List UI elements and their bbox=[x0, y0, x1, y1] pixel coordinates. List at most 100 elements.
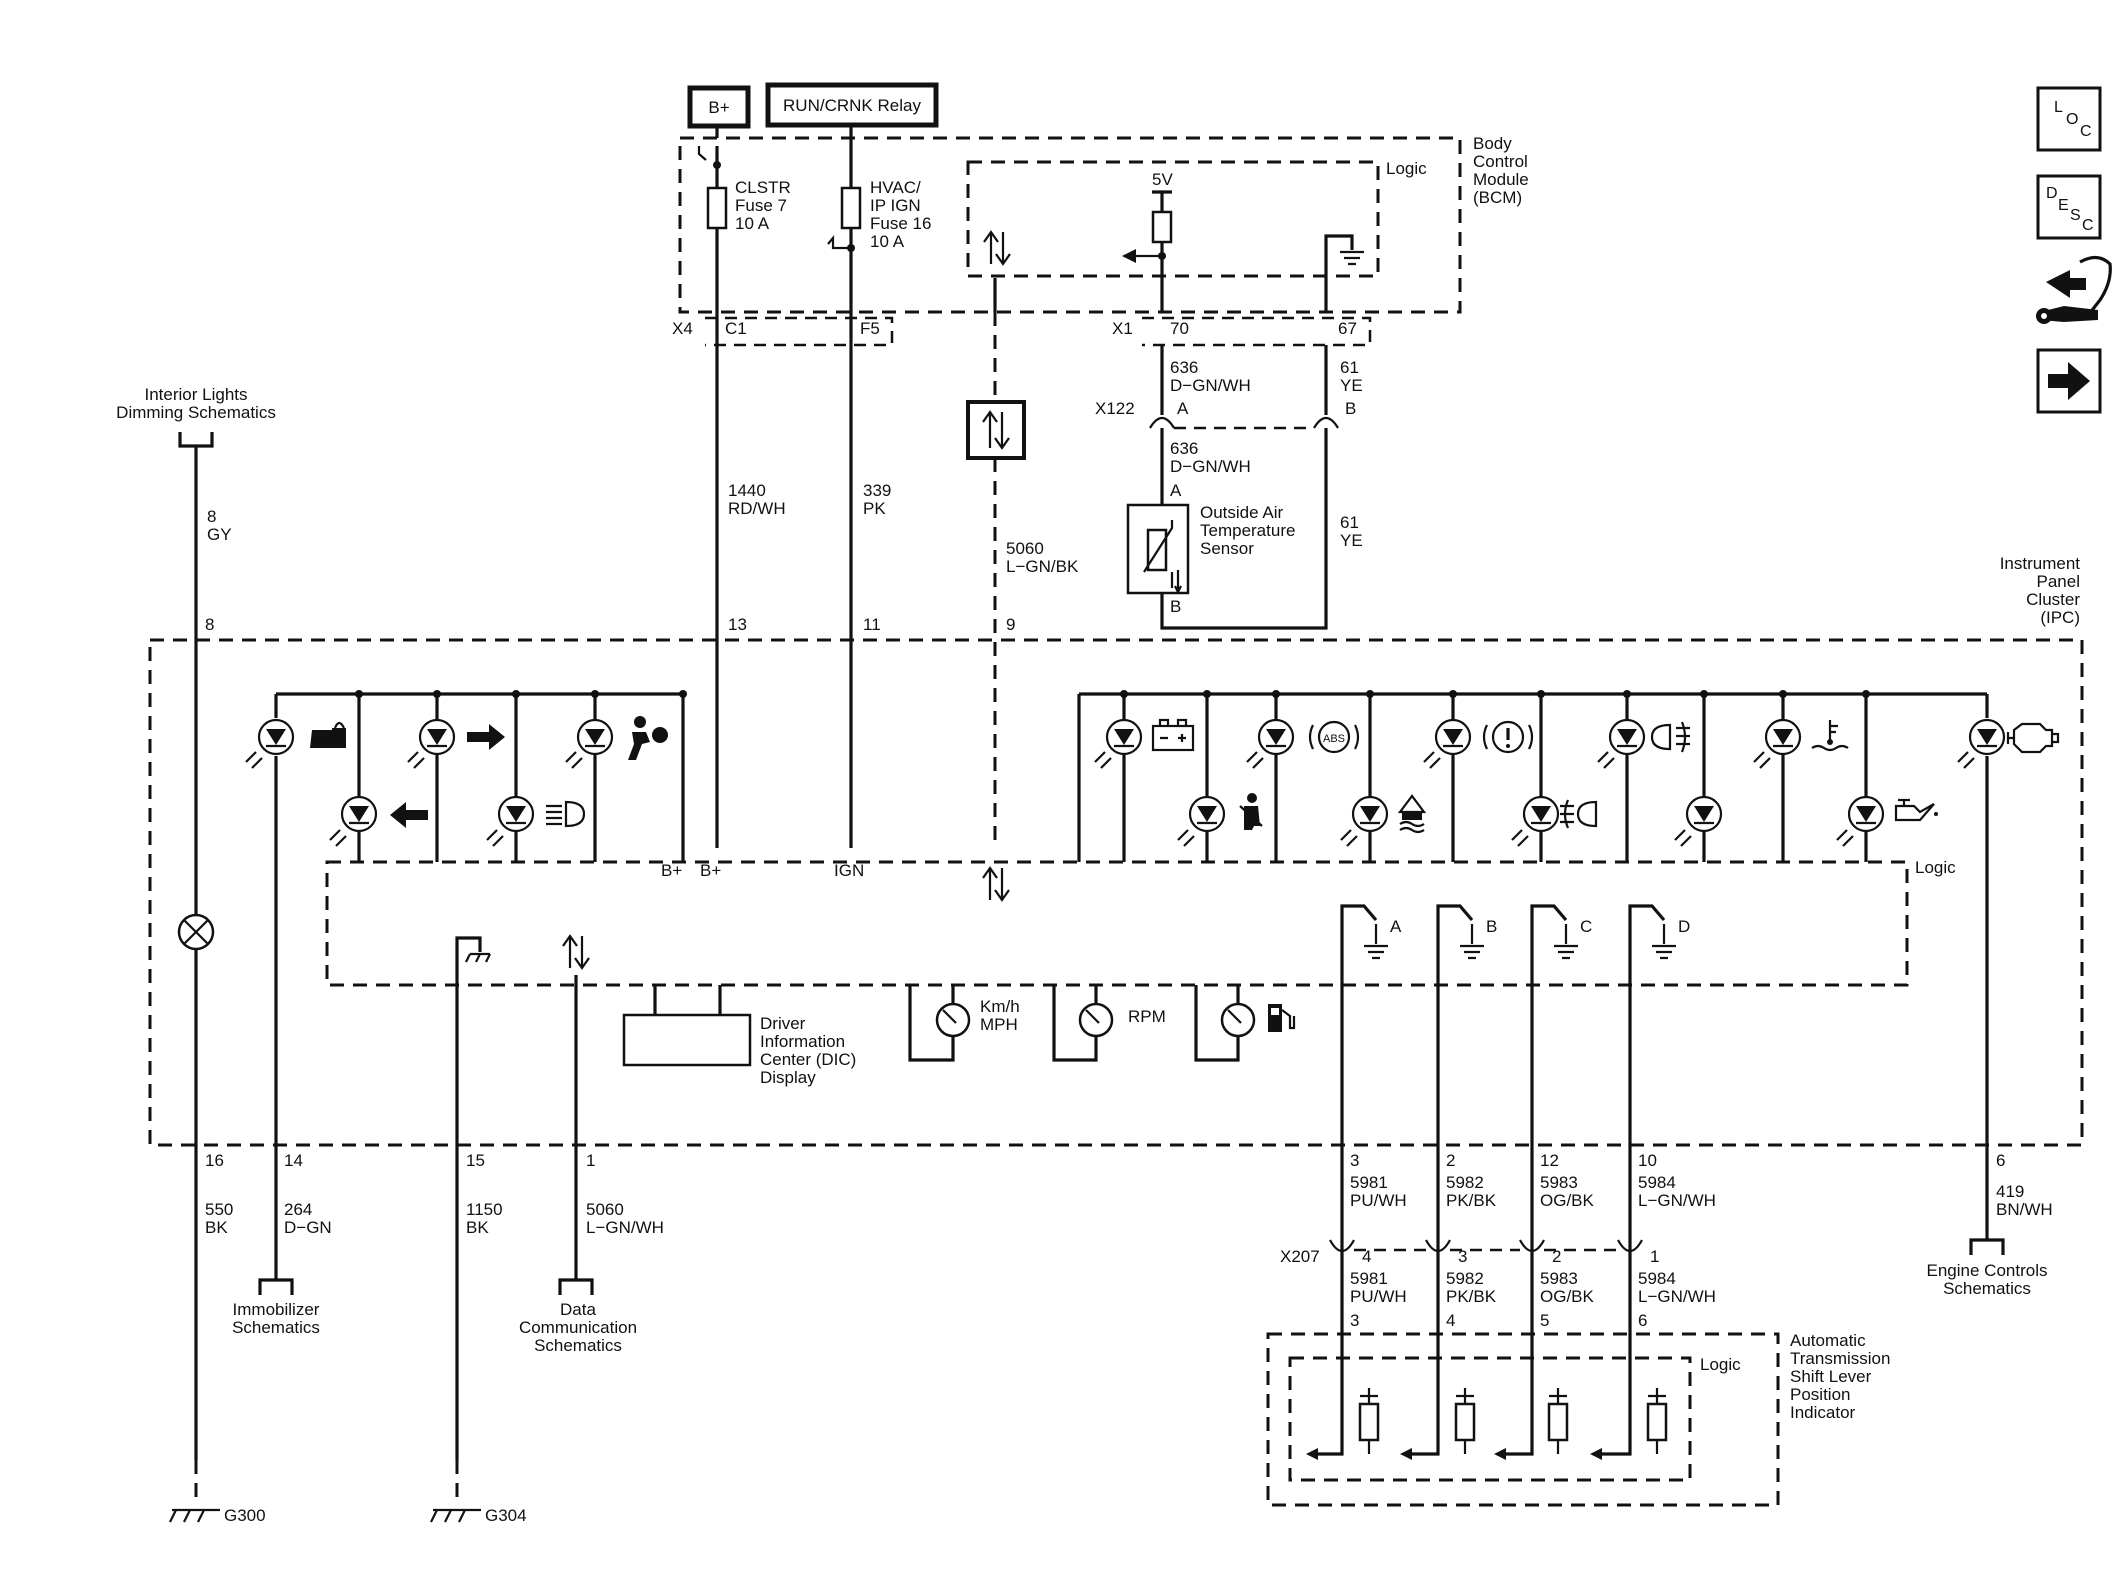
oat-label-2: Temperature bbox=[1200, 521, 1295, 540]
wire-5983-num-a: 5983 bbox=[1540, 1173, 1578, 1192]
wire-5981-num-a: 5981 bbox=[1350, 1173, 1388, 1192]
oil-can-icon bbox=[1894, 798, 1938, 822]
wire-5984-num-b: 5984 bbox=[1638, 1269, 1676, 1288]
wire-61-num-a: 61 bbox=[1340, 358, 1359, 377]
pin-70: 70 bbox=[1170, 319, 1189, 338]
indicator-traction bbox=[1340, 690, 1427, 862]
indicator-check-engine bbox=[1957, 694, 2060, 1240]
indicator-turn-left bbox=[329, 795, 428, 847]
fuse2-line-3: Fuse 16 bbox=[870, 214, 931, 233]
diagnostic-repair-button[interactable] bbox=[2036, 255, 2112, 324]
g304-label: G304 bbox=[485, 1506, 527, 1525]
fog-lamp-icon bbox=[1560, 799, 1598, 829]
datacomm-ref: Data Communication Schematics bbox=[519, 1278, 637, 1355]
desc-letter-c: C bbox=[2082, 217, 2094, 234]
atslp-pin-4: 4 bbox=[1446, 1311, 1455, 1330]
wire-5982-color-a: PK/BK bbox=[1446, 1191, 1497, 1210]
wire-636-color-b: D−GN/WH bbox=[1170, 457, 1251, 476]
atslp-logic: Logic bbox=[1700, 1355, 1741, 1374]
x207-connector: X207 4 3 2 1 5981 PU/WH 5982 PK/BK 5983 … bbox=[1280, 1239, 1716, 1330]
ipc-pin-10: 10 bbox=[1638, 1151, 1657, 1170]
bcm-title-1: Body bbox=[1473, 134, 1512, 153]
hvac-ip-ign-fuse bbox=[840, 186, 862, 230]
indicator-high-beam bbox=[486, 795, 586, 847]
wire-1150-num: 1150 bbox=[466, 1200, 503, 1219]
atslp-pin-6: 6 bbox=[1638, 1311, 1647, 1330]
tachometer-gauge: RPM bbox=[1052, 985, 1166, 1062]
oat-pin-a: A bbox=[1170, 481, 1182, 500]
wire-339-num: 339 bbox=[863, 481, 891, 500]
loc-letter-o: O bbox=[2066, 111, 2078, 128]
desc-letter-s: S bbox=[2070, 207, 2081, 224]
dic-label-2: Information bbox=[760, 1032, 845, 1051]
ipc-pin-12: 12 bbox=[1540, 1151, 1559, 1170]
rpm-label: RPM bbox=[1128, 1007, 1166, 1026]
pin-67: 67 bbox=[1338, 319, 1357, 338]
indicator-oil-pressure bbox=[1836, 690, 1938, 862]
datacomm-ref-3: Schematics bbox=[534, 1336, 622, 1355]
coolant-temp-icon bbox=[1811, 720, 1849, 752]
conn-x1: X1 bbox=[1112, 319, 1133, 338]
indicator-security bbox=[245, 718, 346, 769]
turn-right-arrow-icon bbox=[467, 724, 505, 750]
atslp-title-5: Indicator bbox=[1790, 1403, 1856, 1422]
wire-5060b-color: L−GN/WH bbox=[586, 1218, 664, 1237]
ipc-pin-2: 2 bbox=[1446, 1151, 1455, 1170]
turn-left-arrow-icon bbox=[390, 802, 428, 828]
ipc-pin-14: 14 bbox=[284, 1151, 303, 1170]
description-button[interactable]: D E S C bbox=[2036, 174, 2102, 240]
oat-pin-b: B bbox=[1170, 597, 1181, 616]
ipc-serial-arrows-icon bbox=[982, 866, 1010, 902]
indicator-turn-right bbox=[407, 718, 505, 769]
wire-264-color: D−GN bbox=[284, 1218, 332, 1237]
wire-5983-color-a: OG/BK bbox=[1540, 1191, 1595, 1210]
wire-5983-num-b: 5983 bbox=[1540, 1269, 1578, 1288]
ipc-pin-1: 1 bbox=[586, 1151, 595, 1170]
desc-letter-e: E bbox=[2058, 197, 2069, 214]
engine-icon bbox=[2006, 722, 2060, 754]
fuse1-line-2: Fuse 7 bbox=[735, 196, 787, 215]
datacomm-ref-2: Communication bbox=[519, 1318, 637, 1337]
wire-5982-num-b: 5982 bbox=[1446, 1269, 1484, 1288]
wire-5981-num-b: 5981 bbox=[1350, 1269, 1388, 1288]
pin-f5: F5 bbox=[860, 319, 880, 338]
mph-label: MPH bbox=[980, 1015, 1018, 1034]
wire-636-num-b: 636 bbox=[1170, 439, 1198, 458]
security-lock-icon bbox=[310, 721, 346, 748]
next-page-button[interactable] bbox=[2036, 348, 2102, 414]
interior-lights-ref: Interior Lights Dimming Schematics bbox=[116, 385, 276, 448]
switch-d: D bbox=[1628, 904, 1690, 1145]
desc-letter-d: D bbox=[2046, 185, 2058, 202]
wire-8-num: 8 bbox=[207, 507, 216, 526]
wire-339-color: PK bbox=[863, 499, 886, 518]
engine-controls-ref: Engine Controls Schematics bbox=[1927, 1238, 2047, 1298]
wire-1440-color: RD/WH bbox=[728, 499, 786, 518]
serial-data-arrows-icon bbox=[983, 230, 1011, 266]
x122-connector: X122 A B bbox=[1095, 399, 1356, 430]
component-locator-button[interactable]: L O C bbox=[2036, 86, 2102, 152]
switch-b: B bbox=[1436, 904, 1497, 1145]
loc-letter-c: C bbox=[2080, 123, 2092, 140]
ipc-pin-3: 3 bbox=[1350, 1151, 1359, 1170]
atslp-pin-3: 3 bbox=[1350, 1311, 1359, 1330]
ipc-pin-9: 9 bbox=[1006, 615, 1015, 634]
fuel-gauge bbox=[1194, 985, 1296, 1062]
wire-5060-color: L−GN/BK bbox=[1006, 557, 1079, 576]
wire-61-lower bbox=[1160, 428, 1328, 630]
indicator-front-fog bbox=[1597, 690, 1690, 862]
atslp-title-4: Position bbox=[1790, 1385, 1850, 1404]
wire-5981-color-a: PU/WH bbox=[1350, 1191, 1407, 1210]
wire-264-num: 264 bbox=[284, 1200, 312, 1219]
ipc-title-1: Instrument bbox=[2000, 554, 2081, 573]
arrow-left-icon bbox=[1122, 249, 1136, 263]
wire-419-num: 419 bbox=[1996, 1182, 2024, 1201]
battery-icon bbox=[1151, 718, 1195, 752]
x207-pin-3: 3 bbox=[1458, 1247, 1467, 1266]
ipc-pin-13: 13 bbox=[728, 615, 747, 634]
indicator-generic bbox=[1674, 690, 1723, 862]
shift-lever-position-indicator: Logic Automatic Transmission Shift Lever… bbox=[1266, 1145, 1890, 1507]
ground-icon bbox=[1340, 250, 1364, 266]
indicator-rear-fog bbox=[1511, 690, 1598, 862]
ipc-module: Instrument Panel Cluster (IPC) 8 13 11 9… bbox=[148, 554, 2084, 1147]
wire-5982-num-a: 5982 bbox=[1446, 1173, 1484, 1192]
